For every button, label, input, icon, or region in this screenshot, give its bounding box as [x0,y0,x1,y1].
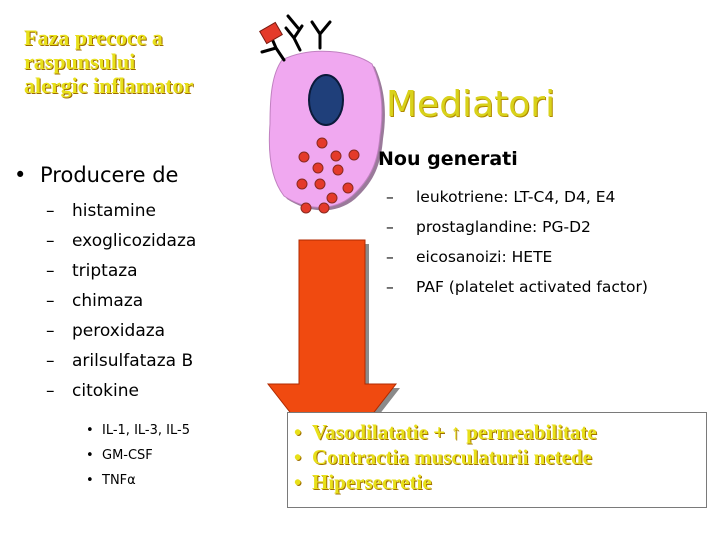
list-item: peroxidaza [46,316,196,346]
mediators-list: leukotriene: LT-C4, D4, E4 prostaglandin… [386,182,648,302]
production-heading: • Producere de [14,163,178,187]
allergen-icon [259,21,283,45]
list-item: arilsulfataza B [46,346,196,376]
list-item: citokine [46,376,196,406]
list-item: histamine [46,196,196,226]
effect-item: Hipersecretie [292,470,597,495]
newly-generated-heading: Nou generati [378,148,518,170]
nucleus-icon [308,74,344,126]
granule-icon [296,137,360,214]
effects-list: Vasodilatatie + ↑ permeabilitate Contrac… [292,420,597,495]
effect-item: Vasodilatatie + ↑ permeabilitate [292,420,597,445]
production-list: histamine exoglicozidaza triptaza chimaz… [46,196,196,406]
production-heading-text: Producere de [40,163,179,187]
list-item: exoglicozidaza [46,226,196,256]
mast-cell-icon [268,50,385,211]
list-item: triptaza [46,256,196,286]
list-item: prostaglandine: PG-D2 [386,212,648,242]
antibody-receptor-icon [260,14,332,62]
list-item: GM-CSF [84,443,190,468]
list-item: PAF (platelet activated factor) [386,272,648,302]
list-item: eicosanoizi: HETE [386,242,648,272]
slide-title: Faza precoce a raspunsului alergic infla… [24,25,194,98]
mediators-title: Mediatori [386,84,556,125]
list-item: TNFα [84,468,190,493]
bullet-dot: • [14,163,27,187]
cytokine-list: IL-1, IL-3, IL-5 GM-CSF TNFα [84,418,190,493]
list-item: leukotriene: LT-C4, D4, E4 [386,182,648,212]
list-item: chimaza [46,286,196,316]
effect-item: Contractia musculaturii netede [292,445,597,470]
list-item: IL-1, IL-3, IL-5 [84,418,190,443]
